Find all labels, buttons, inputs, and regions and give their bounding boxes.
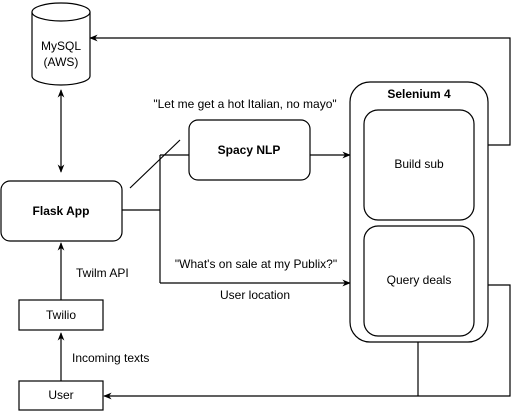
edge-selenium-mysql (89, 34, 511, 146)
selenium-label: Selenium 4 (387, 87, 451, 101)
mysql-label-line2: (AWS) (44, 55, 79, 69)
twilio-label: Twilio (46, 308, 76, 322)
user-location-label: User location (220, 288, 290, 302)
flask-app-label: Flask App (33, 204, 90, 218)
query-deals-node: Query deals (363, 225, 475, 337)
user-node: User (18, 380, 104, 411)
query-deals-label: Query deals (387, 273, 452, 287)
flask-app-node: Flask App (0, 180, 123, 242)
twilm-api-label: Twilm API (76, 266, 129, 280)
hot-italian-label: "Let me get a hot Italian, no mayo" (153, 97, 336, 111)
edge-flask-spacy-diag (129, 139, 181, 189)
publix-sale-label: "What's on sale at my Publix?" (175, 257, 337, 271)
incoming-texts-label: Incoming texts (72, 351, 149, 365)
mysql-database-node: MySQL (AWS) (31, 2, 91, 86)
spacy-nlp-node: Spacy NLP (188, 119, 311, 181)
edge-selenium-user (103, 284, 511, 400)
user-label: User (48, 388, 73, 402)
mysql-label-line1: MySQL (41, 39, 81, 53)
build-sub-node: Build sub (363, 109, 475, 221)
spacy-nlp-label: Spacy NLP (218, 143, 281, 157)
build-sub-label: Build sub (394, 157, 444, 171)
twilio-node: Twilio (18, 299, 104, 331)
